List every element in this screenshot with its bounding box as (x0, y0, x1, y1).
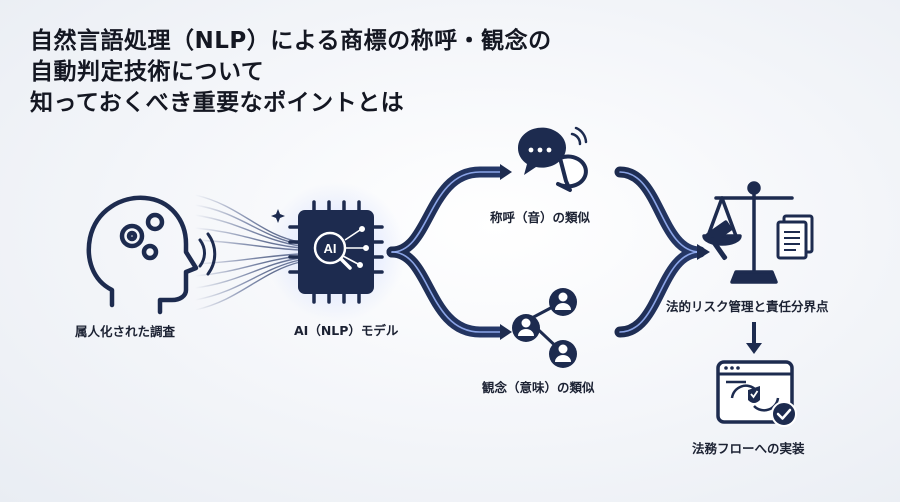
page-title: 自然言語処理（NLP）による商標の称呼・観念の 自動判定技術について 知っておく… (30, 26, 552, 119)
flow-arrowheads (500, 164, 710, 340)
gavel-icon (705, 220, 733, 261)
sparkle-icon (271, 209, 285, 223)
sound-similarity-label: 称呼（音）の類似 (490, 210, 591, 225)
speech-bubbles-icon (517, 126, 588, 192)
workflow-window-icon (716, 360, 797, 427)
human-research-label: 属人化された調査 (75, 324, 176, 339)
scales-of-justice-icon (702, 181, 794, 284)
ai-chip-icon (288, 200, 384, 304)
branch-pipes (386, 166, 706, 338)
document-icon (776, 214, 814, 260)
network-users-icon (512, 288, 577, 368)
ai-model-label: AI（NLP）モデル (294, 323, 399, 338)
sound-waves-icon (198, 232, 217, 276)
workflow-impl-label: 法務フローへの実装 (692, 441, 805, 456)
title-line-1: 自然言語処理（NLP）による商標の称呼・観念の (30, 28, 552, 54)
meaning-similarity-label: 観念（意味）の類似 (482, 380, 595, 395)
head-gears-icon (86, 195, 199, 315)
title-line-2: 自動判定技術について (30, 59, 265, 85)
ai-chip-text: AI (324, 241, 337, 256)
title-line-3: 知っておくべき重要なポイントとは (30, 90, 405, 116)
down-arrow (746, 322, 762, 354)
legal-risk-label: 法的リスク管理と責任分界点 (666, 299, 829, 314)
